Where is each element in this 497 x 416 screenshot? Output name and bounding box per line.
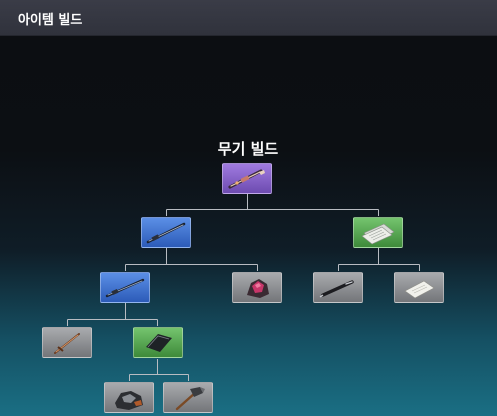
paper-icon	[404, 280, 435, 299]
pen-icon	[319, 280, 354, 298]
rifle-icon	[105, 278, 145, 298]
item-slot-c1[interactable]	[42, 327, 92, 358]
item-slot-d2[interactable]	[163, 382, 213, 413]
item-slot-a1[interactable]	[141, 217, 191, 248]
window-title: 아이템 빌드	[18, 13, 83, 28]
item-slot-b4[interactable]	[394, 272, 444, 303]
item-slot-b3[interactable]	[313, 272, 363, 303]
item-slot-a2[interactable]	[353, 217, 403, 248]
item-slot-b2[interactable]	[232, 272, 282, 303]
ore-chunk-icon	[115, 391, 143, 410]
item-slot-b1[interactable]	[100, 272, 150, 303]
item-slot-c2[interactable]	[133, 327, 183, 358]
paper-stack-icon	[361, 223, 395, 245]
ornate-rifle-icon	[228, 169, 265, 189]
item-slot-d1[interactable]	[104, 382, 154, 413]
tree-title: 무기 빌드	[217, 140, 279, 158]
rifle-icon	[146, 222, 186, 244]
title-bar: 아이템 빌드	[0, 0, 497, 36]
gem-ore-icon	[247, 279, 269, 298]
metal-plate-icon	[146, 334, 172, 352]
item-slot-root[interactable]	[222, 163, 272, 194]
hammer-icon	[175, 387, 205, 411]
dagger-icon	[54, 333, 80, 354]
